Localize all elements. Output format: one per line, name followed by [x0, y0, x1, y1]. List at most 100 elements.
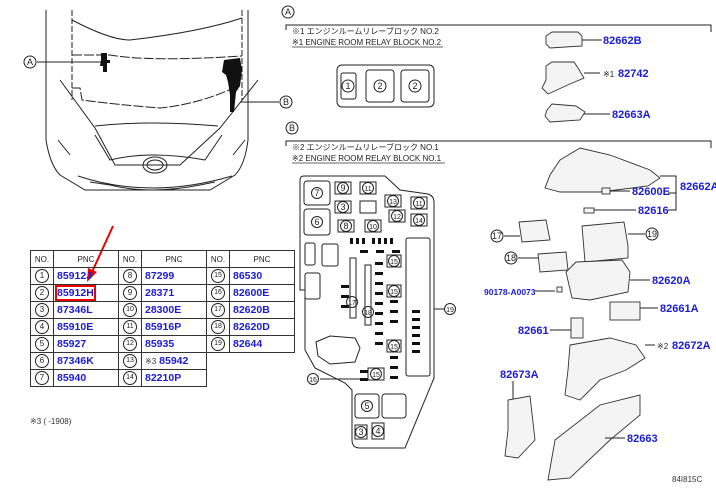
pnc-link[interactable]: 28371: [145, 287, 175, 299]
fuse-position-label: 17: [348, 300, 356, 307]
part-82620d-relay: [537, 251, 569, 273]
section-b-title-en: ※2 ENGINE ROOM RELAY BLOCK NO.1: [292, 154, 442, 163]
pnc-link[interactable]: 82620B: [233, 304, 270, 316]
table-cell-no: 9: [118, 284, 142, 302]
table-cell-no: 15: [206, 267, 230, 285]
svg-text:17: 17: [492, 231, 502, 241]
pnc-link[interactable]: 82644: [233, 338, 263, 350]
fuse-position-circle: [307, 373, 319, 385]
part-82661: [570, 317, 584, 339]
pnc-link[interactable]: 82210P: [145, 372, 182, 384]
table-cell-pnc: 85912J: [53, 267, 119, 285]
part-82663a-bracket: [544, 103, 586, 123]
item-number-circle: 14: [123, 371, 137, 385]
table-cell-no: 12: [118, 335, 142, 353]
item-number-circle: 6: [35, 354, 49, 368]
section-a: A ※1 エンジンルームリレーブロック NO.2 ※1 ENGINE ROOM …: [281, 5, 712, 123]
fuse-position-circle: [361, 400, 373, 412]
item-number-circle: 4: [35, 320, 49, 334]
pnc-link[interactable]: 85912J: [57, 270, 93, 282]
fuse-position-label: 11: [415, 201, 422, 208]
pnc-link[interactable]: 85935: [145, 338, 175, 350]
table-cell-no: 16: [206, 284, 230, 302]
pnc-link[interactable]: 82620D: [233, 321, 270, 333]
fuse-position-circle: [340, 220, 352, 232]
fuse-position-label: 15: [372, 372, 380, 379]
table-cell-pnc: 82620B: [229, 301, 295, 319]
item-number-circle: 17: [211, 303, 225, 317]
pnc-link[interactable]: 86530: [233, 270, 263, 282]
callout-82672a[interactable]: 82672A: [672, 340, 711, 352]
callout-82663a[interactable]: 82663A: [612, 109, 651, 121]
fuse-position-label: 6: [314, 217, 319, 227]
callout-82661a[interactable]: 82661A: [660, 303, 699, 315]
fuse-position-circle: [387, 195, 399, 207]
callout-82662b[interactable]: 82662B: [603, 35, 642, 47]
slot-1-label: 1: [345, 81, 350, 91]
callout-82616[interactable]: 82616: [638, 205, 669, 217]
relay-block-no1-location: [222, 58, 242, 112]
pnc-link[interactable]: 82600E: [233, 287, 270, 299]
marker-a-label: A: [27, 57, 33, 67]
table-cell-no: 18: [206, 318, 230, 336]
pnc-link[interactable]: 85910E: [57, 321, 94, 333]
callout-82661[interactable]: 82661: [518, 325, 549, 337]
table-cell-pnc: 82210P: [141, 369, 207, 387]
fuse-position-circle: [337, 201, 349, 213]
fuse-position-circle: [311, 216, 323, 228]
table-cell-no: 13: [118, 352, 142, 370]
section-a-title-jp: ※1 エンジンルームリレーブロック NO.2: [292, 26, 439, 36]
fuse-position-label: 12: [393, 214, 401, 221]
table-cell-no: 6: [30, 352, 54, 370]
marker-b-circle: [279, 95, 293, 109]
fuse-position-label: 9: [340, 183, 345, 193]
part-82662a-cover: [544, 147, 661, 193]
callout-82663[interactable]: 82663: [627, 433, 658, 445]
item-number-circle: 11: [123, 320, 137, 334]
fuse-position-label: 15: [390, 289, 398, 296]
svg-text:19: 19: [647, 229, 657, 239]
pnc-link[interactable]: 85942: [159, 355, 189, 367]
table-cell-no: 10: [118, 301, 142, 319]
highlighted-pnc-link[interactable]: 85912H: [55, 285, 96, 301]
part-82662b-cover: [545, 31, 583, 49]
relay-block-no2-location: [100, 53, 110, 72]
table-cell-no: 19: [206, 335, 230, 353]
item-number-circle: 15: [211, 269, 225, 283]
callout-82673a[interactable]: 82673A: [500, 369, 539, 381]
fuse-position-label: 13: [389, 199, 397, 206]
table-cell-pnc: 85927: [53, 335, 119, 353]
table-cell-pnc: 85910E: [53, 318, 119, 336]
fuse-position-circle: [362, 182, 374, 194]
table-cell-pnc: 87346K: [53, 352, 119, 370]
item-number-circle: 7: [35, 371, 49, 385]
fuse-position-circle: [413, 214, 425, 226]
pnc-link[interactable]: 87346L: [57, 304, 93, 316]
callout-82620a[interactable]: 82620A: [652, 275, 691, 287]
pnc-link[interactable]: 85916P: [145, 321, 182, 333]
fuse-position-label: 15: [390, 344, 398, 351]
fuse-position-circle: [372, 425, 384, 437]
item-number-circle: 5: [35, 337, 49, 351]
callout-90178-a0073[interactable]: 90178-A0073: [484, 287, 536, 297]
fuse-position-label: 4: [375, 426, 380, 436]
pnc-link[interactable]: 28300E: [145, 304, 182, 316]
pnc-link[interactable]: 85940: [57, 372, 87, 384]
pnc-link[interactable]: 85927: [57, 338, 87, 350]
callout-82600e[interactable]: 82600E: [632, 186, 670, 198]
pnc-link[interactable]: 87299: [145, 270, 175, 282]
table-cell-no: 3: [30, 301, 54, 319]
part-82663-lower-case: [547, 394, 641, 481]
table-cell-no: 14: [118, 369, 142, 387]
item-number-circle: 3: [35, 303, 49, 317]
slot-2b-label: 2: [412, 81, 417, 91]
callout-82662a[interactable]: 82662A: [680, 181, 716, 193]
callout-82742[interactable]: 82742: [618, 68, 649, 80]
slot-2a-label: 2: [377, 81, 382, 91]
table-cell-no: 2: [30, 284, 54, 302]
pnc-link[interactable]: 87346K: [57, 355, 94, 367]
fuse-position-circle: [391, 210, 403, 222]
fuse-position-label: 11: [364, 186, 371, 193]
